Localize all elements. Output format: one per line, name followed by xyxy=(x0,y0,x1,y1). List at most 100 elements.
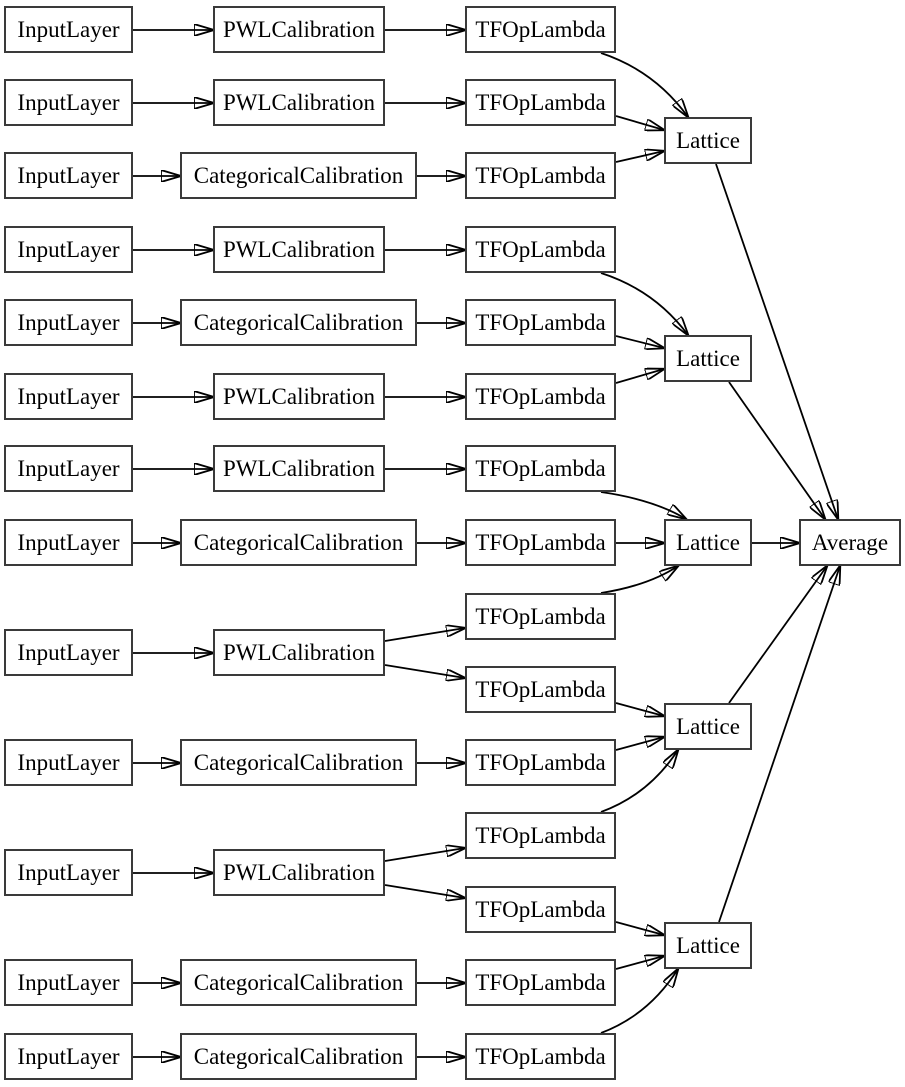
lattice-node: Lattice xyxy=(664,922,752,969)
node-label: TFOpLambda xyxy=(475,750,606,775)
categorical-calibration-node: CategoricalCalibration xyxy=(180,299,417,346)
node-label: PWLCalibration xyxy=(222,456,376,481)
node-label: Lattice xyxy=(676,128,740,153)
input-layer-node: InputLayer xyxy=(4,79,133,126)
node-label: InputLayer xyxy=(17,530,120,555)
input-layer-node: InputLayer xyxy=(4,152,133,199)
node-label: InputLayer xyxy=(17,640,120,665)
edge-tf3-lat1 xyxy=(615,151,664,163)
node-label: PWLCalibration xyxy=(222,860,376,885)
node-label: Lattice xyxy=(676,714,740,739)
edge-tf6-lat2 xyxy=(615,369,664,384)
pwl-calibration-node: PWLCalibration xyxy=(213,373,385,420)
lattice-node: Lattice xyxy=(664,117,752,164)
node-label: InputLayer xyxy=(17,456,120,481)
edge-pwl7-tf13 xyxy=(384,884,465,898)
node-label: CategoricalCalibration xyxy=(193,750,404,775)
tfop-lambda-node: TFOpLambda xyxy=(465,739,616,786)
tfop-lambda-node: TFOpLambda xyxy=(465,812,616,859)
tfop-lambda-node: TFOpLambda xyxy=(465,6,616,53)
node-label: PWLCalibration xyxy=(222,237,376,262)
node-label: TFOpLambda xyxy=(475,1044,606,1069)
input-layer-node: InputLayer xyxy=(4,373,133,420)
categorical-calibration-node: CategoricalCalibration xyxy=(180,1033,417,1080)
edge-tf9-lat3 xyxy=(600,566,678,594)
edge-tf7-lat3 xyxy=(600,491,686,519)
pwl-calibration-node: PWLCalibration xyxy=(213,445,385,492)
node-label: PWLCalibration xyxy=(222,17,376,42)
node-label: CategoricalCalibration xyxy=(193,970,404,995)
node-label: TFOpLambda xyxy=(475,604,606,629)
edge-tf11-lat4 xyxy=(615,737,664,751)
lattice-node: Lattice xyxy=(664,519,752,566)
node-label: PWLCalibration xyxy=(222,90,376,115)
categorical-calibration-node: CategoricalCalibration xyxy=(180,519,417,566)
node-label: InputLayer xyxy=(17,90,120,115)
node-label: CategoricalCalibration xyxy=(193,163,404,188)
edge-pwl6-tf10 xyxy=(384,664,465,678)
pwl-calibration-node: PWLCalibration xyxy=(213,79,385,126)
tfop-lambda-node: TFOpLambda xyxy=(465,226,616,273)
categorical-calibration-node: CategoricalCalibration xyxy=(180,739,417,786)
node-label: TFOpLambda xyxy=(475,677,606,702)
edge-pwl7-tf12 xyxy=(384,848,465,862)
categorical-calibration-node: CategoricalCalibration xyxy=(180,152,417,199)
input-layer-node: InputLayer xyxy=(4,6,133,53)
edge-tf15-lat5 xyxy=(600,969,678,1034)
tfop-lambda-node: TFOpLambda xyxy=(465,299,616,346)
tfop-lambda-node: TFOpLambda xyxy=(465,1033,616,1080)
node-label: PWLCalibration xyxy=(222,640,376,665)
node-label: CategoricalCalibration xyxy=(193,310,404,335)
input-layer-node: InputLayer xyxy=(4,226,133,273)
edge-tf10-lat4 xyxy=(615,702,664,716)
input-layer-node: InputLayer xyxy=(4,849,133,896)
input-layer-node: InputLayer xyxy=(4,519,133,566)
pwl-calibration-node: PWLCalibration xyxy=(213,629,385,676)
tfop-lambda-node: TFOpLambda xyxy=(465,666,616,713)
tfop-lambda-node: TFOpLambda xyxy=(465,373,616,420)
node-label: PWLCalibration xyxy=(222,384,376,409)
node-label: InputLayer xyxy=(17,384,120,409)
node-label: TFOpLambda xyxy=(475,970,606,995)
node-label: Lattice xyxy=(676,933,740,958)
edge-tf14-lat5 xyxy=(615,956,664,970)
edge-pwl6-tf9 xyxy=(384,628,465,642)
node-label: InputLayer xyxy=(17,970,120,995)
lattice-node: Lattice xyxy=(664,335,752,382)
node-label: InputLayer xyxy=(17,310,120,335)
input-layer-node: InputLayer xyxy=(4,1033,133,1080)
pwl-calibration-node: PWLCalibration xyxy=(213,226,385,273)
node-label: TFOpLambda xyxy=(475,384,606,409)
node-label: InputLayer xyxy=(17,750,120,775)
lattice-node: Lattice xyxy=(664,703,752,750)
input-layer-node: InputLayer xyxy=(4,959,133,1006)
node-label: TFOpLambda xyxy=(475,530,606,555)
node-label: CategoricalCalibration xyxy=(193,1044,404,1069)
node-label: InputLayer xyxy=(17,237,120,262)
categorical-calibration-node: CategoricalCalibration xyxy=(180,959,417,1006)
tfop-lambda-node: TFOpLambda xyxy=(465,959,616,1006)
node-label: TFOpLambda xyxy=(475,897,606,922)
average-node: Average xyxy=(799,519,901,566)
edge-tf2-lat1 xyxy=(615,115,664,130)
tfop-lambda-node: TFOpLambda xyxy=(465,519,616,566)
edge-lat4-avg xyxy=(728,566,827,704)
tfop-lambda-node: TFOpLambda xyxy=(465,152,616,199)
node-label: TFOpLambda xyxy=(475,17,606,42)
node-label: Lattice xyxy=(676,346,740,371)
node-label: Lattice xyxy=(676,530,740,555)
node-label: TFOpLambda xyxy=(475,237,606,262)
node-label: TFOpLambda xyxy=(475,823,606,848)
node-label: InputLayer xyxy=(17,1044,120,1069)
edge-tf5-lat2 xyxy=(615,335,664,348)
edge-tf1-lat1 xyxy=(600,52,688,117)
edge-lat5-avg xyxy=(718,566,840,923)
input-layer-node: InputLayer xyxy=(4,739,133,786)
tfop-lambda-node: TFOpLambda xyxy=(465,886,616,933)
input-layer-node: InputLayer xyxy=(4,299,133,346)
pwl-calibration-node: PWLCalibration xyxy=(213,6,385,53)
tfop-lambda-node: TFOpLambda xyxy=(465,593,616,640)
node-label: TFOpLambda xyxy=(475,456,606,481)
edge-lat1-avg xyxy=(715,163,838,519)
